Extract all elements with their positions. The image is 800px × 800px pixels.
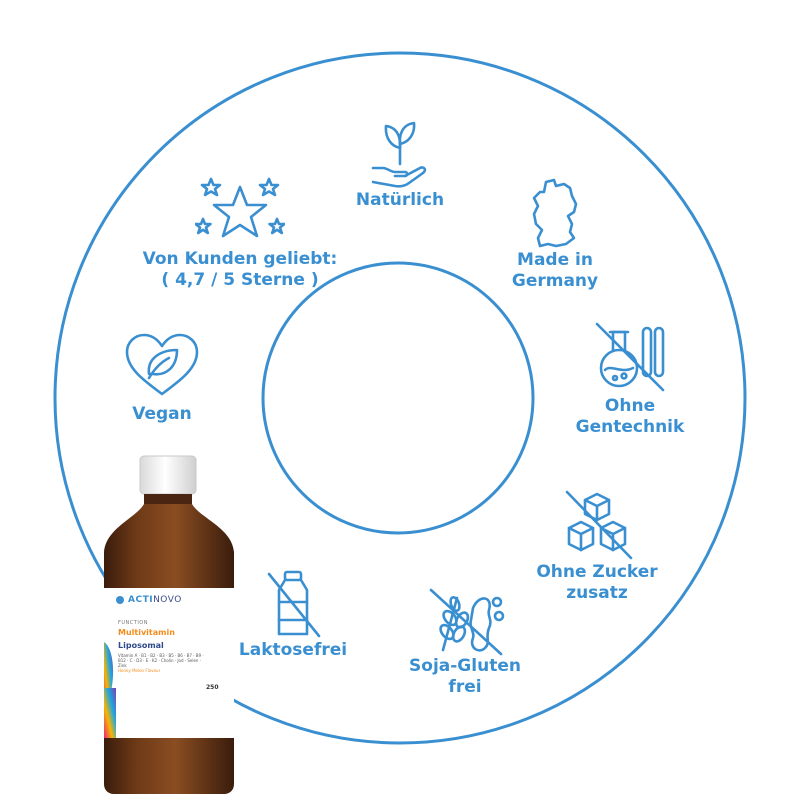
feature-soja-gluten-frei: Soja-Gluten frei: [400, 584, 530, 698]
bottle-name-line1: Multivitamin: [118, 628, 175, 637]
no-sugar-cubes-icon: [565, 490, 633, 560]
vegan-label: Vegan: [132, 404, 192, 424]
kunden-label-line1: Von Kunden geliebt:: [142, 249, 338, 269]
no-grain-soy-icon: [429, 588, 505, 656]
ohne-zucker-line1: Ohne Zucker: [536, 562, 658, 582]
no-milk-bottle-icon: [267, 570, 321, 638]
made-in-label-line1: Made in: [517, 250, 593, 270]
kunden-label-line2: ( 4,7 / 5 Sterne ): [161, 270, 319, 290]
soja-gluten-line2: frei: [448, 677, 482, 697]
outer-ring: [53, 51, 747, 745]
bottle-brand: ACTINOVO: [128, 595, 182, 605]
ohne-gentechnik-line2: Gentechnik: [575, 417, 685, 437]
plant-in-hand-icon: [371, 121, 427, 188]
germany-map-icon: [532, 178, 578, 248]
feature-made-in-germany: Made in Germany: [495, 178, 615, 292]
bottle-name-line2: Liposomal: [118, 641, 164, 650]
laktosefrei-label: Laktosefrei: [238, 640, 348, 660]
feature-kundenbewertung: Von Kunden geliebt: ( 4,7 / 5 Sterne ): [140, 175, 340, 291]
product-bottle: ACTINOVO FUNCTION Multivitamin Liposomal…: [96, 452, 241, 796]
ohne-gentechnik-line1: Ohne: [604, 396, 656, 416]
bottle-category: FUNCTION: [118, 620, 148, 626]
bottle-ingredients: Vitamin A · B1 · B2 · B3 · B5 · B6 · B7 …: [118, 653, 204, 668]
ohne-zucker-line2: zusatz: [566, 583, 628, 603]
feature-laktosefrei: Laktosefrei: [228, 568, 358, 661]
feature-ohne-zucker: Ohne Zucker zusatz: [527, 488, 667, 604]
bottle-graphic: [104, 455, 234, 794]
bottle-volume: 250: [206, 684, 219, 691]
stars-icon: [195, 177, 285, 238]
inner-ring: [261, 261, 535, 535]
bottle-flavour: Honey Melon Flavour: [118, 668, 161, 673]
leaf-in-heart-icon: [125, 333, 199, 396]
feature-vegan: Vegan: [110, 332, 214, 425]
feature-natuerlich: Natürlich: [345, 118, 455, 211]
natuerlich-label: Natürlich: [355, 190, 445, 210]
feature-ohne-gentechnik: Ohne Gentechnik: [565, 318, 695, 438]
soja-gluten-line1: Soja-Gluten: [409, 656, 521, 676]
no-lab-flask-icon: [595, 322, 665, 392]
made-in-label-line2: Germany: [511, 271, 599, 291]
